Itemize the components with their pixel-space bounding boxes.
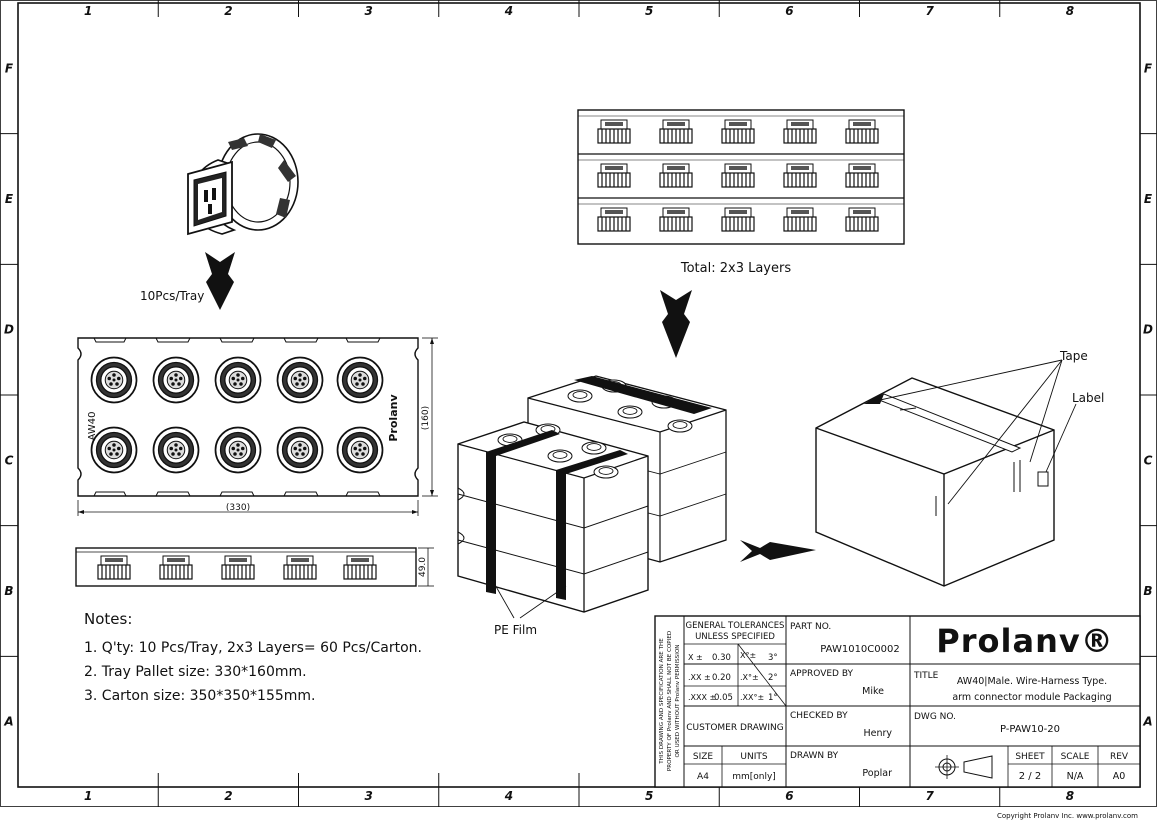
title-block: THIS DRAWING AND SPECIFICATION ARE THE P…: [654, 615, 1141, 788]
grid-column-label: 7: [925, 789, 934, 803]
grid-column-label: 5: [645, 4, 653, 18]
size-label: SIZE: [693, 752, 714, 762]
ang-xx-value: 2°: [768, 673, 778, 683]
grid-column-label: 3: [364, 4, 372, 18]
dwg-no-label: DWG NO.: [914, 712, 956, 722]
property-notice: PROPERTY OF Prolanv AND SHALL NOT BE COP…: [667, 631, 673, 771]
ang-xxx-value: 1°: [768, 693, 778, 703]
grid-row-label: F: [5, 61, 14, 75]
arrow-right-icon: [740, 540, 816, 562]
carton-box: [815, 377, 1055, 587]
tray-model-text: AW40: [87, 412, 98, 441]
grid-row-label: A: [1142, 715, 1152, 729]
notes: Notes: 1. Q'ty: 10 Pcs/Tray, 2x3 Layers=…: [84, 610, 422, 704]
ang-xx-label: .X°±: [740, 673, 759, 682]
part-no-value: PAW1010C0002: [820, 644, 899, 655]
tape-label: Tape: [1059, 349, 1088, 363]
title-line2: arm connector module Packaging: [952, 692, 1111, 703]
tol-x-value: 0.30: [712, 653, 731, 663]
property-notice: THIS DRAWING AND SPECIFICATION ARE THE: [659, 638, 665, 765]
drawn-by-label: DRAWN BY: [790, 751, 839, 761]
grid-column-label: 3: [364, 789, 372, 803]
customer-drawing: CUSTOMER DRAWING: [686, 723, 784, 733]
tol-xx-label: .XX ±: [688, 673, 711, 682]
tray-side-view: 49.0: [75, 547, 434, 587]
grid-column-label: 7: [925, 4, 934, 18]
rev-label: REV: [1110, 752, 1129, 762]
grid-column-label: 6: [785, 4, 793, 18]
grid-row-label: E: [1144, 192, 1153, 206]
grid-row-label: E: [5, 192, 14, 206]
title-line1: AW40|Male. Wire-Harness Type.: [957, 676, 1107, 687]
sheet-value: 2 / 2: [1019, 771, 1041, 782]
grid-column-label: 8: [1066, 789, 1074, 803]
tol-xx-value: 0.20: [712, 673, 731, 683]
general-tolerances: GENERAL TOLERANCES: [686, 621, 785, 631]
total-layers-label: Total: 2x3 Layers: [680, 261, 791, 276]
tray-count-label: 10Pcs/Tray: [140, 289, 204, 303]
arrow-down-icon: [660, 290, 692, 358]
units-value: mm[only]: [732, 772, 776, 782]
note-item: 1. Q'ty: 10 Pcs/Tray, 2x3 Layers= 60 Pcs…: [84, 640, 422, 656]
size-value: A4: [697, 772, 709, 782]
grid-column-label: 2: [224, 4, 232, 18]
checked-by-value: Henry: [863, 728, 892, 739]
arrow-down-icon: [205, 252, 235, 310]
layer-stack-side-view: [577, 109, 905, 245]
prolanv-logo: Prolanv®: [936, 622, 1113, 660]
dwg-no-value: P-PAW10-20: [1000, 724, 1060, 735]
grid-row-label: F: [1144, 61, 1153, 75]
rev-value: A0: [1113, 771, 1126, 782]
wrapped-tray-stacks: [457, 375, 727, 613]
grid-column-label: 6: [785, 789, 793, 803]
tray-side-height-dim: 49.0: [418, 557, 428, 577]
scale-value: N/A: [1067, 771, 1084, 782]
grid-row-label: D: [1143, 323, 1153, 337]
grid-column-label: 1: [84, 789, 92, 803]
connector-illustration: [187, 133, 299, 236]
grid-row-label: D: [4, 323, 14, 337]
tray-height-dim: (160): [421, 406, 431, 430]
grid-column-label: 2: [224, 789, 232, 803]
tray-width-dim: (330): [226, 503, 250, 513]
approved-by-value: Mike: [862, 686, 884, 697]
grid-row-label: C: [5, 453, 14, 467]
grid-row-label: B: [4, 584, 13, 598]
ang-x-value: 3°: [768, 653, 778, 663]
projection-symbol-icon: [935, 755, 993, 779]
tray-top-view: AW40 Prolanv (330) (160): [77, 337, 438, 516]
title-label: TITLE: [913, 671, 939, 681]
drawn-by-value: Poplar: [862, 768, 892, 779]
pe-film-label: PE Film: [494, 623, 537, 637]
note-item: 3. Carton size: 350*350*155mm.: [84, 688, 316, 704]
copyright-footer: Copyright Prolanv Inc. www.prolanv.com: [997, 812, 1138, 820]
tol-xxx-label: .XXX ±: [688, 693, 716, 702]
grid-column-label: 4: [504, 789, 513, 803]
tol-x-label: X ±: [688, 653, 703, 662]
grid-row-label: B: [1143, 584, 1152, 598]
checked-by-label: CHECKED BY: [790, 711, 848, 721]
grid-column-label: 8: [1066, 4, 1074, 18]
notes-heading: Notes:: [84, 610, 132, 628]
property-notice: OR USED WITHOUT Prolanv PERMISSION: [675, 645, 681, 758]
ang-x-label: X°±: [740, 651, 756, 660]
ang-xxx-label: .XX°±: [740, 693, 764, 702]
grid-column-label: 4: [504, 4, 513, 18]
units-label: UNITS: [740, 752, 767, 762]
sheet-label: SHEET: [1015, 752, 1045, 762]
grid-column-label: 1: [84, 4, 92, 18]
label-label: Label: [1072, 391, 1104, 405]
scale-label: SCALE: [1061, 752, 1090, 762]
grid-row-label: A: [3, 715, 13, 729]
note-item: 2. Tray Pallet size: 330*160mm.: [84, 664, 307, 680]
grid-column-label: 5: [645, 789, 653, 803]
part-no-label: PART NO.: [790, 622, 831, 632]
tol-xxx-value: 0.05: [714, 693, 733, 703]
tray-brand-text: Prolanv: [387, 394, 400, 442]
approved-by-label: APPROVED BY: [790, 669, 854, 679]
grid-row-label: C: [1144, 453, 1153, 467]
unless-specified: UNLESS SPECIFIED: [695, 632, 775, 642]
